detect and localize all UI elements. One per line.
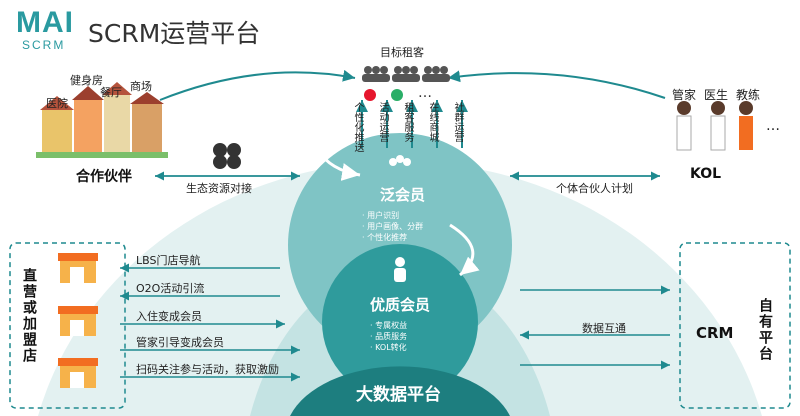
broad-member-item: · 用户识别	[362, 211, 400, 220]
kol-role-label: 管家	[672, 88, 697, 102]
broad-member-title: 泛会员	[380, 186, 426, 204]
partner-label: 合作伙伴	[76, 169, 132, 185]
wechat-icon	[391, 89, 403, 101]
eco-link-label: 生态资源对接	[186, 182, 252, 195]
store-box	[9, 242, 126, 409]
building-label: 餐厅	[100, 86, 122, 99]
crm-box	[679, 242, 791, 409]
store-arrow-label: LBS门店导航	[136, 254, 201, 267]
page-title: SCRM运营平台	[88, 19, 261, 48]
channel-label: 个性化推送	[352, 102, 363, 152]
data-link-label: 数据互通	[582, 322, 626, 335]
own-platform-label: 自有平台	[757, 298, 773, 362]
quality-member-item: · KOL转化	[370, 343, 407, 352]
crm-label: CRM	[696, 324, 734, 342]
logo-mark: MAI	[16, 6, 74, 39]
channel-label: 活动运营	[377, 102, 388, 142]
store-arrow-label: 入住变成会员	[136, 310, 202, 323]
kol-label: KOL	[690, 166, 722, 182]
quality-member-item: · 品质服务	[370, 332, 408, 341]
broad-member-person-icon	[389, 155, 411, 166]
quality-member-person-icon	[394, 257, 406, 282]
channel-label: 租客服务	[402, 102, 413, 142]
store-arrow-label: 管家引导变成会员	[136, 336, 224, 349]
arrow-swirl-right	[449, 223, 480, 277]
building-label: 健身房	[70, 74, 103, 87]
arrow-swirl-left	[316, 149, 361, 181]
store-icons	[58, 253, 98, 388]
weibo-icon	[364, 89, 376, 101]
stores-label: 直营或加盟店	[21, 268, 37, 364]
building-label: 医院	[46, 97, 68, 110]
handshake-icon	[213, 143, 241, 169]
target-customers-label: 目标租客	[380, 46, 424, 59]
arrow-kol-to-target	[447, 70, 666, 99]
buildings-illustration	[36, 82, 168, 158]
logo-subtitle: SCRM	[22, 38, 66, 52]
store-arrow-label: 扫码关注参与活动，获取激励	[136, 363, 279, 376]
store-arrow-label: O2O活动引流	[136, 282, 205, 295]
channel-label: 在线商城	[427, 102, 438, 142]
partner-plan-label: 个体合伙人计划	[556, 182, 633, 195]
kol-more: …	[766, 118, 780, 134]
broad-member-item: · 用户画像、分群	[362, 222, 424, 231]
quality-member-title: 优质会员	[370, 296, 431, 314]
more-channels-icon: …	[418, 85, 432, 101]
quality-member-circle	[322, 244, 478, 400]
kol-role-label: 医生	[704, 88, 729, 102]
bigdata-label: 大数据平台	[356, 385, 441, 405]
target-customers-icon	[362, 66, 450, 82]
channel-label: 社群运营	[452, 102, 463, 142]
logo: MAI SCRM	[16, 6, 74, 53]
kol-role-label: 教练	[736, 88, 761, 102]
building-label: 商场	[130, 80, 152, 93]
arrow-partner-to-target	[159, 69, 356, 101]
quality-member-item: · 专属权益	[370, 321, 408, 330]
bigdata-base	[290, 366, 510, 416]
kol-people-icon	[676, 101, 753, 151]
broad-member-item: · 个性化推荐	[362, 233, 408, 242]
